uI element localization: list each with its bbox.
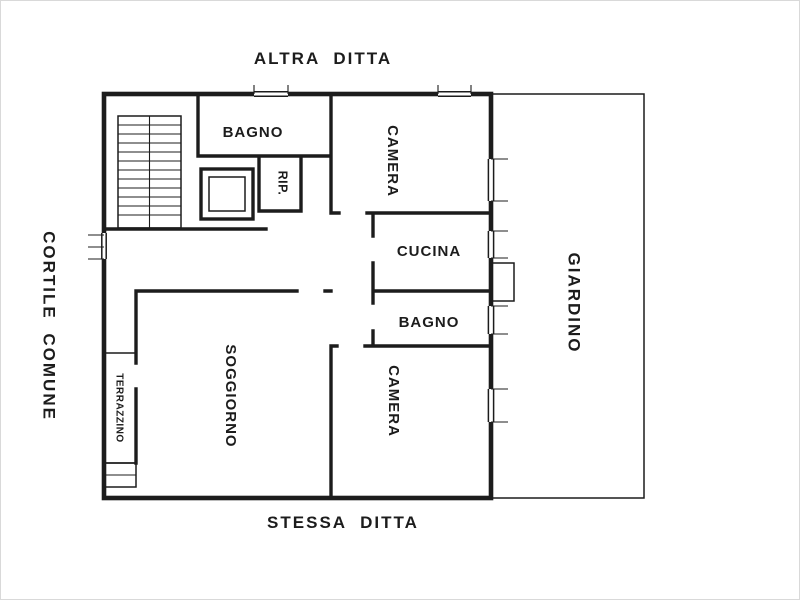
windows-top-wall xyxy=(253,85,472,99)
interior-walls xyxy=(102,92,493,500)
room-label-camera-bottom: CAMERA xyxy=(385,365,402,437)
room-label-bagno-middle: BAGNO xyxy=(399,314,460,331)
room-label-bagno-top: BAGNO xyxy=(223,124,284,141)
courtyard-door xyxy=(88,233,109,260)
room-label-camera-top: CAMERA xyxy=(384,125,401,197)
elevator-shaft xyxy=(199,167,255,221)
room-label-cucina: CUCINA xyxy=(397,243,461,260)
label-altra-ditta: ALTRA DITTA xyxy=(254,49,392,68)
room-label-terrazzino: TERRAZZINO xyxy=(113,373,124,442)
windows-right-wall xyxy=(486,158,508,423)
room-label-ripostiglio: RIP. xyxy=(276,171,290,196)
staircase xyxy=(117,115,182,229)
label-giardino: GIARDINO xyxy=(565,253,584,354)
right-wall-projection xyxy=(490,262,515,302)
label-cortile-comune: CORTILE COMUNE xyxy=(40,231,59,421)
room-label-soggiorno: SOGGIORNO xyxy=(222,344,239,447)
terrazzino-balcony xyxy=(103,352,137,488)
label-stessa-ditta: STESSA DITTA xyxy=(267,513,419,532)
